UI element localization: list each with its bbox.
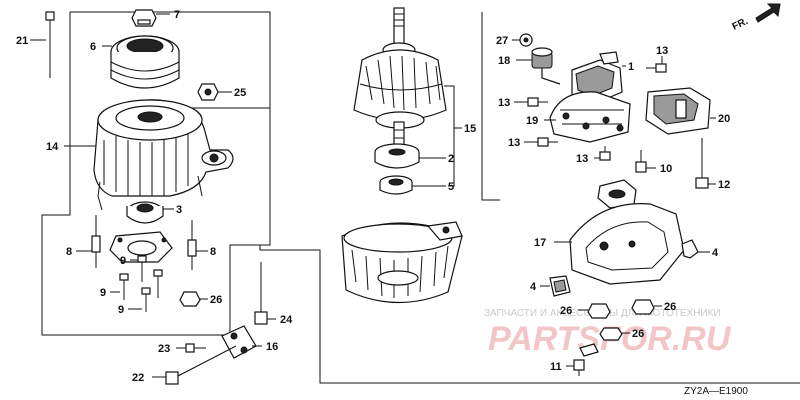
callout-8-right: 8	[210, 246, 216, 258]
callout-14: 14	[46, 141, 59, 153]
stud-8-left	[91, 215, 101, 268]
screw-13-center	[599, 146, 611, 161]
screw-13-top	[646, 63, 667, 73]
collar-5	[379, 175, 413, 195]
bolt-9-b	[119, 273, 129, 300]
stud-8-right	[187, 220, 197, 270]
clip-4-left	[549, 275, 571, 297]
bolt-9-c	[141, 287, 151, 312]
front-direction-arrow: FR.	[731, 3, 781, 33]
callout-21: 21	[16, 35, 28, 47]
screw-11	[573, 343, 599, 376]
group-boundary-left	[41, 12, 270, 336]
callout-25: 25	[234, 87, 246, 99]
screw-13-mid-left	[527, 97, 548, 107]
callout-5: 5	[448, 181, 454, 193]
bolt-21	[45, 11, 55, 78]
callout-26-left: 26	[210, 294, 222, 306]
callout-13-mid: 13	[498, 97, 510, 109]
bearing-3	[126, 201, 164, 224]
callout-20: 20	[718, 113, 730, 125]
nut-26-right-c	[599, 327, 623, 341]
pulley-6	[110, 35, 180, 89]
callout-10: 10	[660, 163, 672, 175]
callout-3: 3	[176, 204, 182, 216]
bolt-10	[635, 150, 647, 173]
insulator-part	[597, 179, 637, 209]
callout-22: 22	[132, 372, 144, 384]
group-boundary-right	[481, 12, 500, 201]
nut-26-left	[179, 291, 201, 307]
callout-8-left: 8	[66, 246, 72, 258]
callout-13-center: 13	[576, 153, 588, 165]
brush-holder-20	[645, 87, 711, 135]
callout-24: 24	[280, 314, 293, 326]
rotor-15	[353, 7, 447, 157]
nut-25	[197, 83, 219, 101]
nut-7	[131, 9, 157, 27]
gasket-plate	[109, 231, 173, 263]
nut-26-right-a	[587, 303, 611, 319]
callout-11: 11	[550, 361, 562, 373]
callout-23: 23	[158, 343, 170, 355]
rear-cover-17	[569, 203, 685, 285]
callout-17: 17	[534, 237, 546, 249]
nut-27	[519, 33, 533, 47]
bolt-9-d	[153, 269, 163, 298]
callout-15: 15	[464, 123, 476, 135]
callout-13-low: 13	[508, 137, 520, 149]
bracket-16	[221, 325, 257, 359]
callout-7: 7	[174, 9, 180, 21]
callout-12: 12	[718, 179, 730, 191]
bolt-12	[695, 138, 709, 189]
callout-1: 1	[628, 61, 634, 73]
nut-26-right-b	[631, 299, 655, 315]
screw-13-low-left	[537, 137, 558, 147]
bolt-24	[254, 262, 268, 325]
callout-9-b: 9	[100, 287, 106, 299]
callout-2: 2	[448, 153, 454, 165]
callout-27: 27	[496, 35, 508, 47]
terminal-18	[531, 47, 561, 85]
callout-13-top: 13	[656, 45, 668, 57]
callout-9-a: 9	[120, 255, 126, 267]
callout-16: 16	[266, 341, 278, 353]
callout-labels: 7 6 21 25 14 3 8 8 9 9 9 26 24 16 23 22 …	[16, 9, 730, 384]
callout-18: 18	[498, 55, 510, 67]
group-boundary-main	[259, 12, 800, 384]
callout-9-c: 9	[118, 304, 124, 316]
rear-housing	[341, 221, 463, 304]
callout-26-c: 26	[632, 328, 644, 340]
bolt-22	[165, 345, 237, 385]
rectifier-19	[549, 91, 631, 143]
callout-4-right: 4	[712, 247, 719, 259]
bearing-2	[374, 143, 420, 169]
callout-19: 19	[526, 115, 538, 127]
clip-4-right	[681, 239, 699, 259]
callout-4-left: 4	[530, 281, 537, 293]
callout-26-b: 26	[664, 301, 676, 313]
callout-26-a: 26	[560, 305, 572, 317]
diagram-code: ZY2A—E1900	[684, 386, 748, 397]
alternator-assembly-14	[93, 99, 234, 211]
bolt-23	[185, 343, 206, 353]
svg-text:FR.: FR.	[731, 16, 750, 33]
bolt-9-a	[137, 255, 147, 282]
callout-6: 6	[90, 41, 96, 53]
